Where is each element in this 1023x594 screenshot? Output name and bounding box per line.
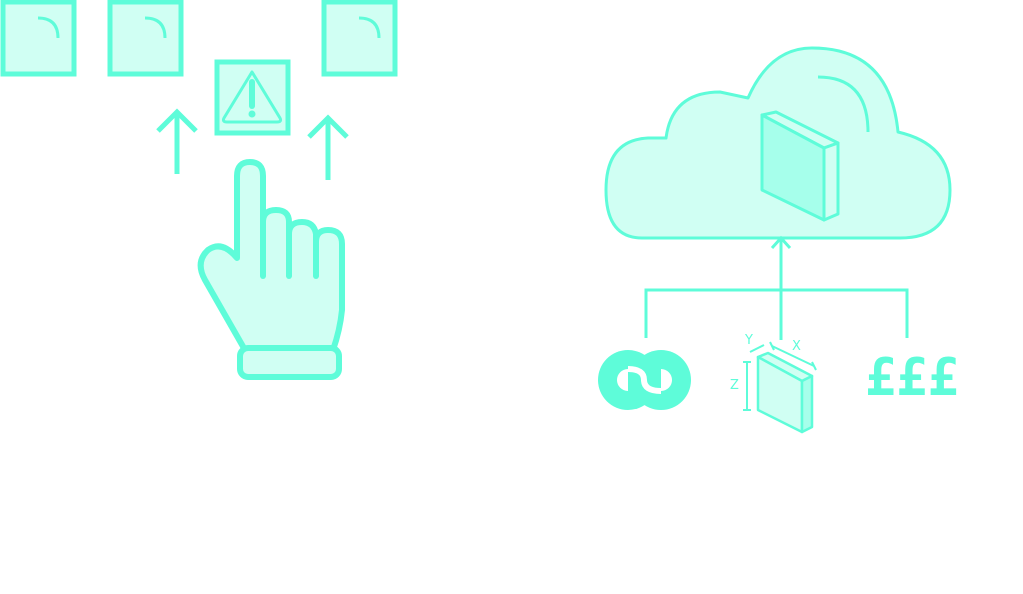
document-icon-2 (107, 0, 184, 77)
warning-icon (221, 70, 283, 124)
warning-document-icon (214, 59, 291, 136)
infinity-link-icon (598, 350, 691, 410)
dimension-x-label: X (792, 339, 801, 354)
box-icon (760, 110, 840, 222)
dimension-y-label: Y (744, 333, 753, 348)
connector-lines (644, 235, 909, 340)
arrow-up-icon-1 (156, 108, 198, 174)
dimension-z-label: Z (730, 378, 739, 393)
currency-icon: £££ (865, 348, 959, 408)
dimension-box-icon: X Y Z (730, 333, 817, 434)
arrow-up-icon-2 (307, 114, 349, 180)
pointing-hand-icon (197, 159, 345, 380)
document-icon-3 (321, 0, 398, 77)
document-icon-1 (0, 0, 77, 77)
